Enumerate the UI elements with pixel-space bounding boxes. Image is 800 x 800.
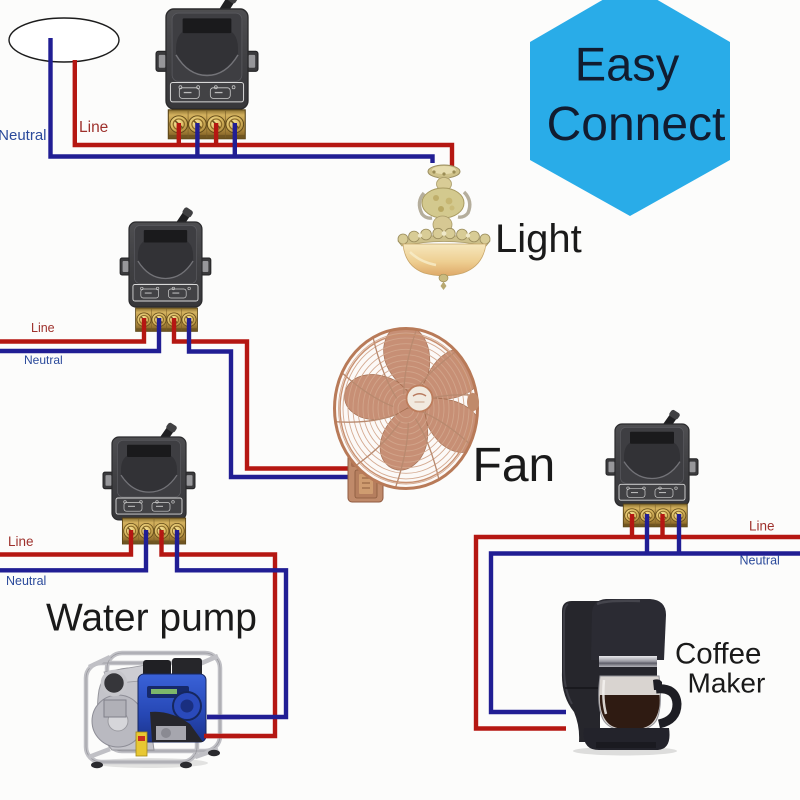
- svg-text:Water pump: Water pump: [46, 597, 257, 640]
- svg-text:Line: Line: [8, 534, 34, 549]
- svg-text:Maker: Maker: [688, 668, 766, 699]
- svg-text:Fan: Fan: [473, 439, 556, 492]
- svg-text:Neutral: Neutral: [6, 574, 46, 588]
- svg-text:Line: Line: [79, 119, 108, 136]
- svg-text:Easy: Easy: [575, 38, 680, 91]
- svg-text:Neutral: Neutral: [740, 554, 780, 568]
- svg-text:Coffee: Coffee: [675, 638, 761, 671]
- svg-text:Line: Line: [749, 519, 775, 534]
- svg-text:Neutral: Neutral: [0, 127, 47, 144]
- svg-text:Connect: Connect: [547, 98, 726, 151]
- svg-text:Neutral: Neutral: [24, 353, 63, 367]
- svg-text:Line: Line: [31, 321, 55, 335]
- svg-text:Light: Light: [495, 217, 582, 261]
